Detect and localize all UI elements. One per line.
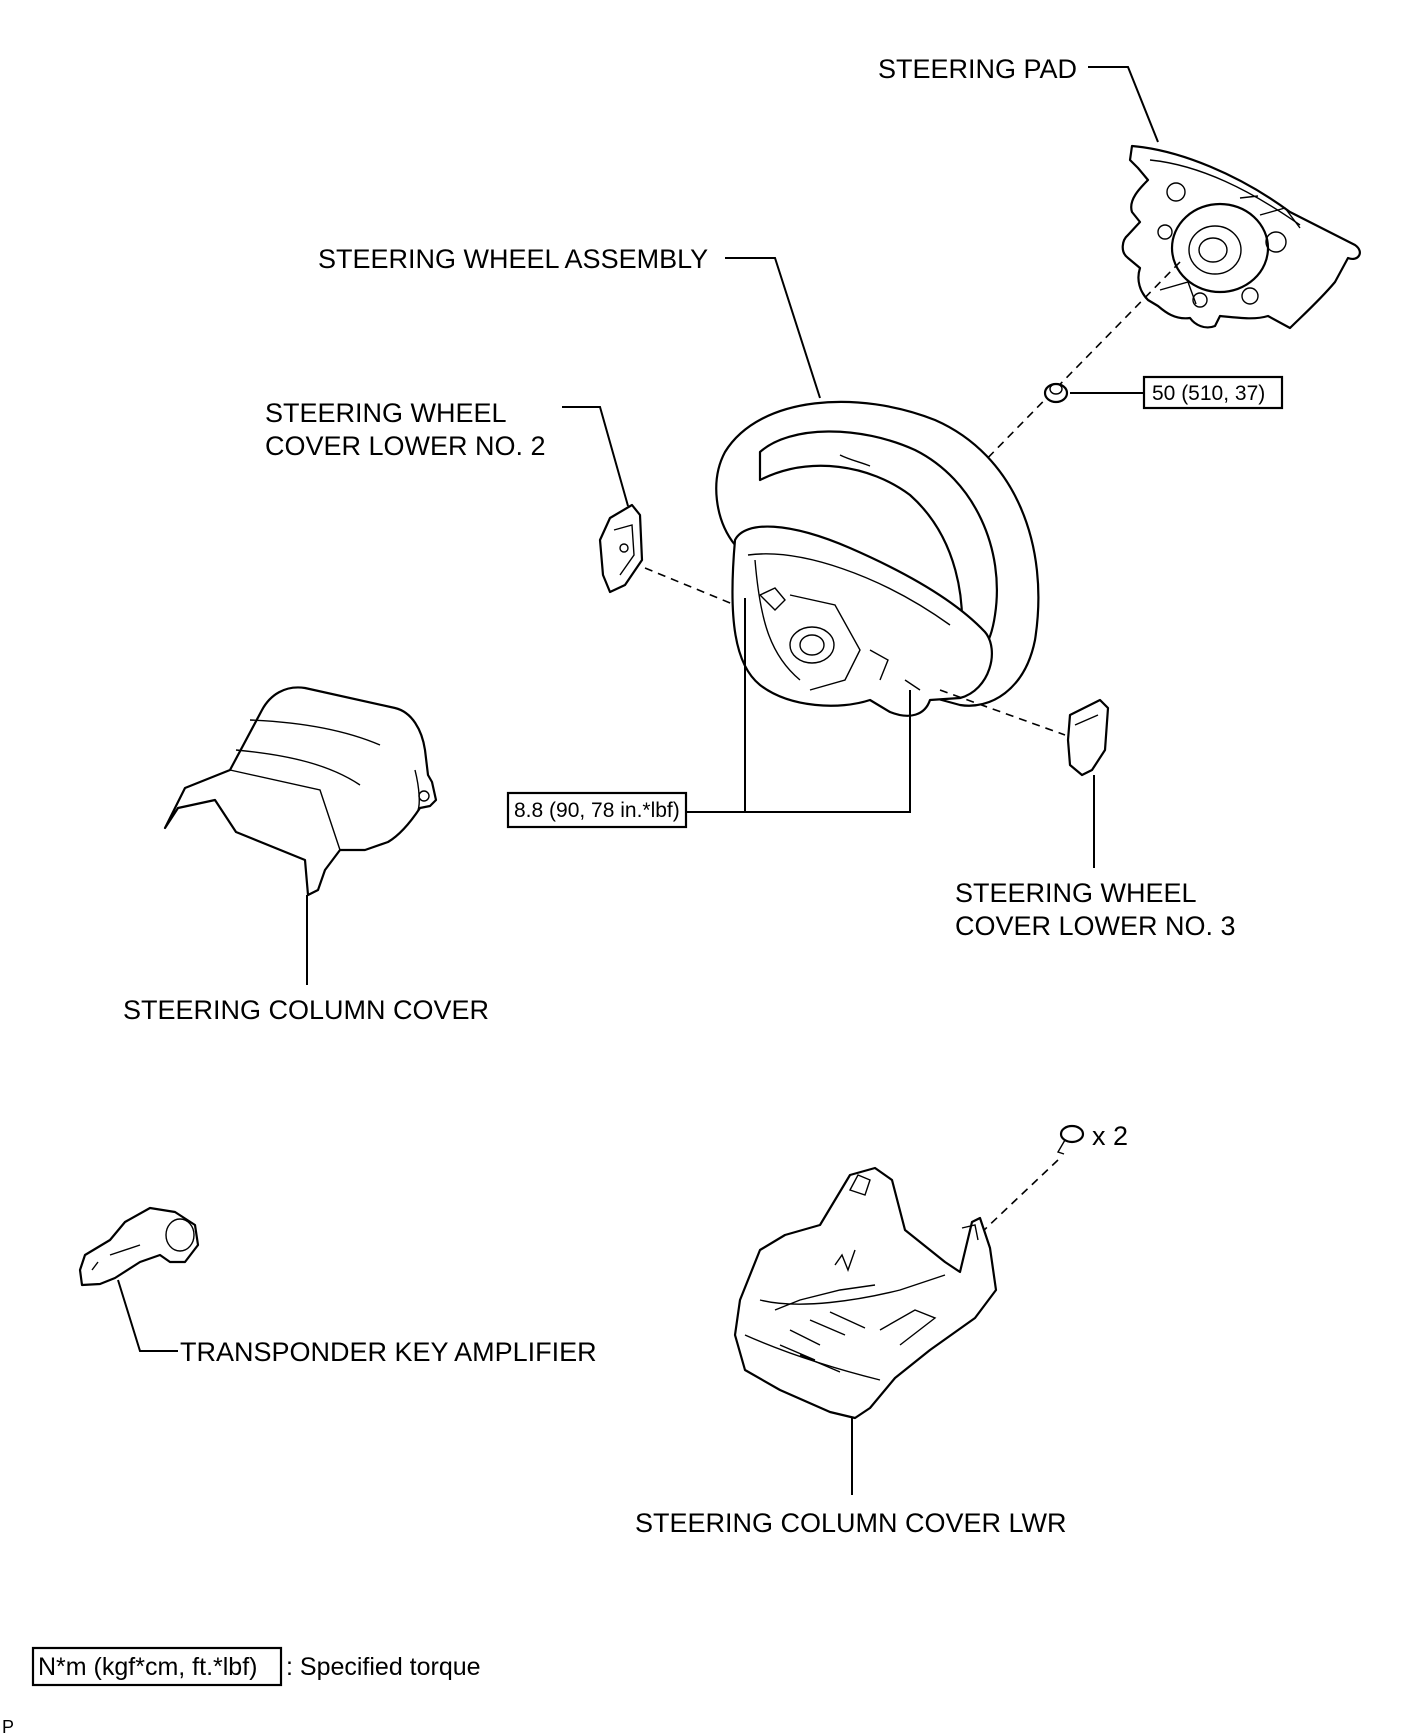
wheel-screw-torque-value: 8.8 (90, 78 in.*lbf) xyxy=(514,799,680,822)
legend-torque-box xyxy=(31,1646,283,1687)
screw-dash xyxy=(981,1159,1059,1233)
screw-part xyxy=(1056,1124,1085,1155)
wheel-screw-torque-box xyxy=(506,791,688,829)
cover-lower-no2-part xyxy=(598,503,644,594)
wheel-screw-torque-bracket xyxy=(744,598,911,813)
legend-description: : Specified torque xyxy=(286,1653,481,1681)
cover-lower-no2-dash xyxy=(644,567,736,606)
transponder-key-amplifier-part xyxy=(78,1206,200,1287)
steering-column-cover-label: STEERING COLUMN COVER xyxy=(123,995,489,1025)
steering-wheel-part xyxy=(715,400,1040,717)
cover-lower-no2-label-line1: STEERING WHEEL xyxy=(265,398,507,428)
steering-column-cover-part xyxy=(163,686,438,897)
cover-lower-no3-part xyxy=(1066,698,1110,777)
steering-column-cover-lwr-label: STEERING COLUMN COVER LWR xyxy=(635,1508,1067,1538)
steering-pad-part xyxy=(1121,144,1361,330)
nut-torque-box xyxy=(1142,375,1284,410)
nut-torque-value: 50 (510, 37) xyxy=(1152,382,1265,405)
cover-lower-no3-label-line1: STEERING WHEEL xyxy=(955,878,1197,908)
transponder-key-amplifier-leader xyxy=(117,1279,178,1352)
steering-wheel-assembly-leader xyxy=(725,257,821,399)
cover-lower-no3-dash xyxy=(939,689,1066,736)
steering-pad-label: STEERING PAD xyxy=(878,54,1077,84)
cover-lower-no2-leader xyxy=(562,406,629,507)
steering-column-cover-lwr-part xyxy=(733,1166,998,1420)
transponder-key-amplifier-label: TRANSPONDER KEY AMPLIFIER xyxy=(180,1337,597,1367)
corner-mark: P xyxy=(2,1717,14,1734)
nut-part xyxy=(1043,382,1069,404)
legend-torque-box-text: N*m (kgf*cm, ft.*lbf) xyxy=(38,1653,257,1681)
cover-lower-no2-label-line2: COVER LOWER NO. 2 xyxy=(265,431,546,461)
cover-lower-no3-label-line2: COVER LOWER NO. 3 xyxy=(955,911,1236,941)
steering-pad-leader xyxy=(1088,66,1159,143)
screw-quantity-label: x 2 xyxy=(1092,1121,1128,1151)
steering-wheel-assembly-label: STEERING WHEEL ASSEMBLY xyxy=(318,244,708,274)
